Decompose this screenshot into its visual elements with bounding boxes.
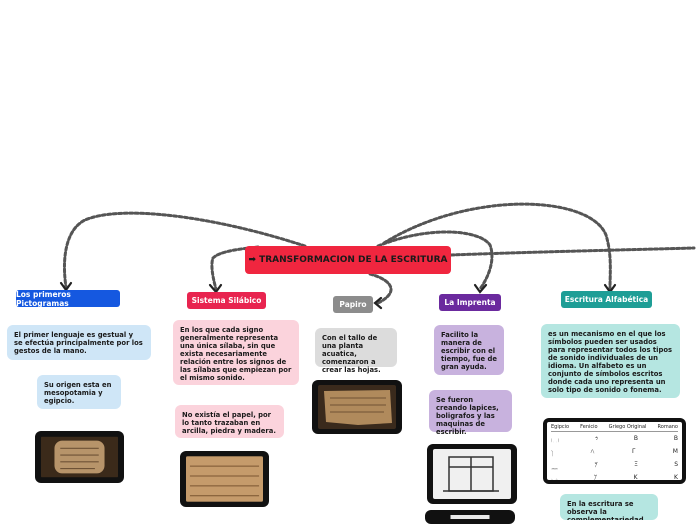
image-printing-press[interactable] [427, 444, 517, 504]
note-imprenta-2[interactable]: Se fueron creando lapices, boligrafos y … [429, 390, 512, 436]
table-row: 𓈖 𐤌 Ξ S [551, 461, 678, 471]
note-text: Su origen esta en mesopotamia y egipcio. [44, 381, 112, 405]
cell: S [674, 461, 678, 468]
col-egipcio: Egipcio [551, 424, 570, 430]
branch-pictogramas[interactable]: Los primeros Pictogramas [16, 289, 120, 308]
branch-silabico[interactable]: Sistema Silábico [187, 292, 266, 309]
cell: 𐤂 [590, 448, 595, 455]
alphabet-table: Egipcio Fenicio Griego Original Romano 𓉐… [547, 422, 682, 484]
note-alfabetica-1[interactable]: es un mecanismo en el que los símbolos p… [541, 324, 680, 398]
col-fenicio: Fenicio [580, 424, 598, 430]
image-typewriter[interactable] [425, 510, 515, 524]
clay-tablet-image [41, 436, 118, 478]
central-topic[interactable]: ➡ TRANSFORMACION DE LA ESCRITURA [245, 246, 451, 274]
note-text: En la escritura se observa la complement… [567, 500, 644, 520]
note-pictogramas-1[interactable]: El primer lenguaje es gestual y se efect… [7, 325, 151, 360]
connector-silabico [210, 245, 260, 291]
col-griego: Griego Original [608, 424, 647, 430]
branch-alfabetica[interactable]: Escritura Alfabética [561, 291, 652, 308]
col-romano: Romano [657, 424, 678, 430]
connector-pictogramas [62, 211, 307, 289]
note-text: Se fueron creando lapices, boligrafos y … [436, 396, 499, 436]
note-text: En los que cada signo generalmente repre… [180, 326, 292, 382]
branch-imprenta-label: La Imprenta [444, 298, 496, 307]
printing-press-image [433, 449, 511, 499]
arrowhead-papiro [373, 296, 383, 310]
note-papiro-1[interactable]: Con el tallo de una planta acuatica, com… [315, 328, 397, 374]
cell: 𐤊 [594, 474, 598, 481]
cell: B [633, 435, 638, 442]
image-alphabet-table[interactable]: Egipcio Fenicio Griego Original Romano 𓉐… [543, 418, 686, 484]
note-text: Con el tallo de una planta acuatica, com… [322, 334, 381, 374]
note-silabico-2[interactable]: No existía el papel, por lo tanto trazab… [175, 405, 284, 438]
central-topic-label: TRANSFORMACION DE LA ESCRITURA [259, 255, 448, 265]
connector-imprenta [376, 230, 494, 291]
cell: 𐤁 [595, 435, 598, 442]
cell: 𐤌 [594, 461, 598, 468]
branch-papiro[interactable]: Papiro [333, 296, 373, 313]
cell: B [673, 435, 678, 442]
table-row: 𓌙 𐤂 Γ M [551, 448, 678, 458]
papyrus-image [318, 385, 396, 429]
cell: K [633, 474, 638, 481]
cell: 𓎡 [551, 477, 558, 484]
cell: M [672, 448, 678, 455]
connector-papiro [368, 272, 393, 305]
alphabet-table-header: Egipcio Fenicio Griego Original Romano [551, 424, 678, 432]
note-text: es un mecanismo en el que los símbolos p… [548, 330, 673, 394]
note-pictogramas-2[interactable]: Su origen esta en mesopotamia y egipcio. [37, 375, 121, 409]
cell: 𓉐 [551, 438, 560, 445]
note-alfabetica-2[interactable]: En la escritura se observa la complement… [560, 494, 658, 520]
typewriter-image [450, 515, 490, 519]
cell: Ξ [634, 461, 638, 468]
image-papyrus[interactable] [312, 380, 402, 434]
table-row: 𓉐 𐤁 B B [551, 435, 678, 445]
note-text: No existía el papel, por lo tanto trazab… [182, 411, 276, 435]
branch-papiro-label: Papiro [339, 300, 367, 309]
arrow-right-icon: ➡ [248, 255, 257, 265]
note-text: Facilito la manera de escribir con el ti… [441, 331, 498, 371]
branch-silabico-label: Sistema Silábico [191, 296, 262, 305]
connector-alfabetica [382, 202, 612, 291]
cell: 𓌙 [551, 451, 553, 458]
note-imprenta-1[interactable]: Facilito la manera de escribir con el ti… [434, 325, 504, 375]
note-silabico-1[interactable]: En los que cada signo generalmente repre… [173, 320, 299, 385]
branch-alfabetica-label: Escritura Alfabética [564, 295, 649, 304]
hieroglyph-stone-image [186, 456, 263, 502]
cell: 𓈖 [551, 464, 559, 471]
cell: K [674, 474, 678, 481]
branch-imprenta[interactable]: La Imprenta [439, 294, 501, 311]
cell: Γ [632, 448, 636, 455]
image-hieroglyphs[interactable] [180, 451, 269, 507]
arrowhead-imprenta [473, 283, 488, 294]
branch-pictogramas-label: Los primeros Pictogramas [16, 289, 71, 308]
connector-right [449, 246, 696, 257]
image-clay-tablet[interactable] [35, 431, 124, 483]
note-text: El primer lenguaje es gestual y se efect… [14, 331, 143, 355]
table-row: 𓎡 𐤊 K K [551, 474, 678, 484]
